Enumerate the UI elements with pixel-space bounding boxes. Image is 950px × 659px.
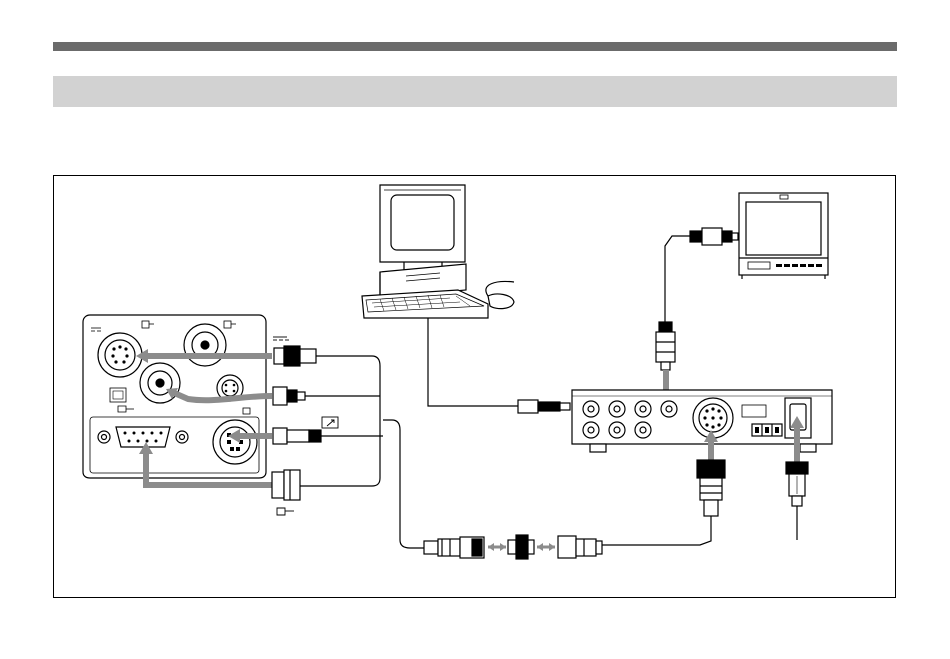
computer-cable-connector xyxy=(518,400,570,413)
camera-trigger-plug xyxy=(273,417,383,444)
computer xyxy=(362,185,570,413)
power-cord-plug xyxy=(786,462,808,540)
cable-extension-assembly xyxy=(383,420,602,559)
camera-adaptor-unit xyxy=(572,390,832,452)
camera-vbs-bnc xyxy=(140,363,180,403)
extension-adaptor-coupler xyxy=(508,535,534,559)
adaptor-camera-connector xyxy=(693,398,733,438)
video-monitor xyxy=(739,193,828,279)
camera-cable-plug xyxy=(600,460,725,545)
camera-trigger-connector xyxy=(213,420,257,464)
camera-video-out-bnc xyxy=(184,324,226,366)
camera-dc-in-connector xyxy=(98,333,142,377)
monitor-bnc-cable xyxy=(656,228,738,370)
camera-bnc-plug xyxy=(273,387,380,405)
camera-dc-plug xyxy=(273,337,380,486)
camera-remote-plug xyxy=(272,470,300,515)
